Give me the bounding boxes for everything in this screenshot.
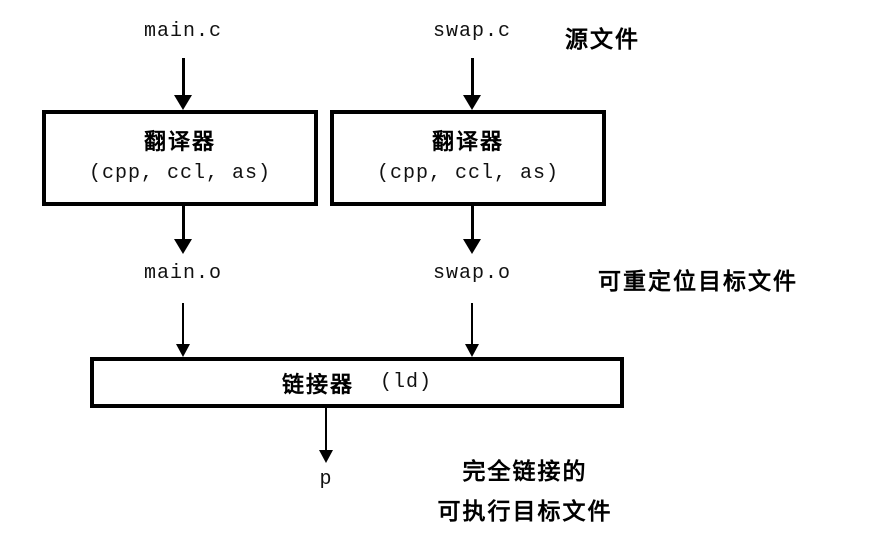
linker-box-title: 链接器	[281, 372, 354, 398]
annotation-source-files: 源文件	[565, 27, 640, 53]
translator-box-1: 翻译器 (cpp, ccl, as)	[42, 110, 318, 206]
translator-box-1-subtitle: (cpp, ccl, as)	[88, 161, 272, 185]
arrow-translator-1-to-main-o	[173, 206, 193, 254]
linker-box: 链接器 (ld)	[90, 357, 624, 408]
arrow-linker-to-executable	[317, 408, 335, 463]
linker-box-subtitle: (ld)	[380, 371, 433, 394]
executable-label-p: p	[319, 468, 333, 491]
source-file-label-main-c: main.c	[143, 20, 223, 43]
arrow-translator-2-to-swap-o	[462, 206, 482, 254]
object-file-label-main-o: main.o	[143, 262, 223, 285]
arrow-swap-o-to-linker	[463, 303, 481, 357]
arrow-main-o-to-linker	[174, 303, 192, 357]
translator-box-2: 翻译器 (cpp, ccl, as)	[330, 110, 606, 206]
annotation-executable-line-1: 完全链接的	[462, 459, 588, 485]
translator-box-2-title: 翻译器	[431, 130, 504, 156]
annotation-relocatable-object-files: 可重定位目标文件	[598, 269, 798, 295]
arrow-swap-c-to-translator-2	[462, 58, 482, 110]
translator-box-2-subtitle: (cpp, ccl, as)	[376, 161, 560, 185]
arrow-main-c-to-translator-1	[173, 58, 193, 110]
annotation-executable-line-2: 可执行目标文件	[437, 499, 613, 525]
source-file-label-swap-c: swap.c	[432, 20, 512, 43]
object-file-label-swap-o: swap.o	[432, 262, 512, 285]
translator-box-1-title: 翻译器	[143, 130, 216, 156]
